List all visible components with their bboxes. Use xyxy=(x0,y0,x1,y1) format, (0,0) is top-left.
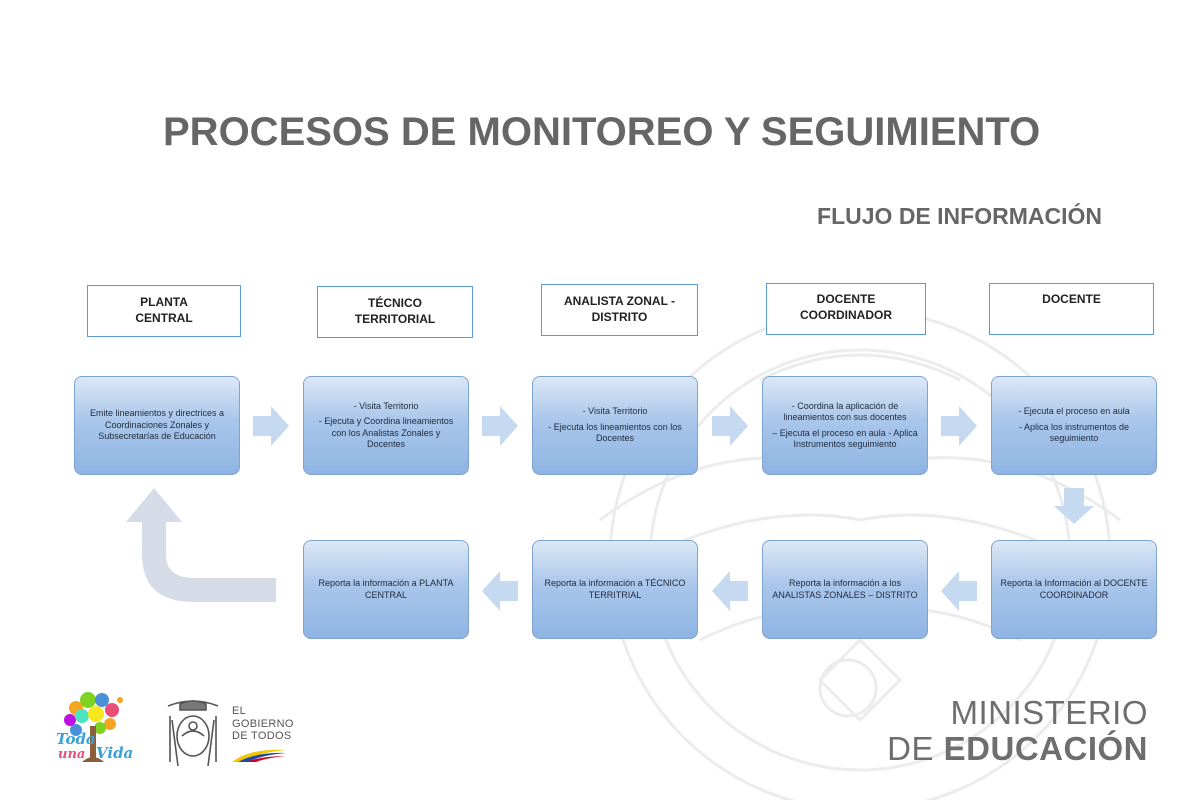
node-analista-visita: - Visita Territorio - Ejecuta los lineam… xyxy=(532,376,698,475)
node-text: - Ejecuta los lineamientos con los Docen… xyxy=(548,421,682,444)
node-text: - Visita Territorio xyxy=(582,406,648,417)
logo-text: una xyxy=(58,747,85,762)
node-text: - Ejecuta y Coordina lineamientos con lo… xyxy=(318,416,454,449)
arrow-right-icon xyxy=(941,406,977,446)
header-planta-central: PLANTA CENTRAL xyxy=(87,285,241,337)
node-text: - Aplica los instrumentos de seguimiento xyxy=(1018,421,1130,444)
ministerio-bold: EDUCACIÓN xyxy=(943,730,1148,767)
flag-swoosh-icon xyxy=(232,749,286,762)
header-line: DOCENTE xyxy=(816,292,876,306)
node-reporta-docente-coordinador: Reporta la Información al DOCENTE COORDI… xyxy=(991,540,1157,639)
node-reporta-analistas-zonales: Reporta la información a los ANALISTAS Z… xyxy=(762,540,928,639)
node-text: Reporta la información a TÉCNICO TERRITR… xyxy=(544,578,686,600)
node-text: - Visita Territorio xyxy=(353,400,419,411)
node-text: - Ejecuta el proceso en aula xyxy=(1018,406,1130,417)
header-line: COORDINADOR xyxy=(800,308,892,322)
toda-una-vida-logo: Toda una Vida xyxy=(56,692,133,762)
page-title: PROCESOS DE MONITOREO Y SEGUIMIENTO xyxy=(163,110,1041,154)
gob-line: GOBIERNO xyxy=(232,717,294,730)
node-reporta-planta-central: Reporta la información a PLANTA CENTRAL xyxy=(303,540,469,639)
node-text: Reporta la información a PLANTA CENTRAL xyxy=(318,578,454,600)
header-line: PLANTA xyxy=(140,295,188,309)
ministerio-educacion-logo: MINISTERIO DE EDUCACIÓN xyxy=(887,695,1148,767)
header-line: TERRITORIAL xyxy=(354,312,436,326)
arrow-right-icon xyxy=(253,406,289,446)
node-tecnico-visita: - Visita Territorio - Ejecuta y Coordina… xyxy=(303,376,469,475)
ministerio-line-2: DE EDUCACIÓN xyxy=(887,731,1148,767)
node-text: Reporta la información a los ANALISTAS Z… xyxy=(772,578,918,600)
header-line: ANALISTA ZONAL - xyxy=(563,294,676,308)
header-analista-zonal-distrito: ANALISTA ZONAL - DISTRITO xyxy=(541,284,698,336)
arrow-right-icon xyxy=(482,406,518,446)
node-text: Emite lineamientos y directrices a Coord… xyxy=(89,408,225,442)
header-docente-coordinador: DOCENTE COORDINADOR xyxy=(766,283,926,335)
header-docente: DOCENTE xyxy=(989,283,1154,335)
arrow-down-icon xyxy=(1054,488,1094,524)
logo-text: Toda xyxy=(56,730,96,748)
header-tecnico-territorial: TÉCNICO TERRITORIAL xyxy=(317,286,473,338)
node-reporta-tecnico-territorial: Reporta la información a TÉCNICO TERRITR… xyxy=(532,540,698,639)
page-subtitle: FLUJO DE INFORMACIÓN xyxy=(817,203,1102,229)
logo-text: Vida xyxy=(96,744,133,762)
node-text: - Coordina la aplicación de lineamientos… xyxy=(783,400,907,423)
node-coordinador-coordina: - Coordina la aplicación de lineamientos… xyxy=(762,376,928,475)
gob-line: EL xyxy=(232,705,247,717)
return-arrow-icon xyxy=(126,488,276,602)
arrow-right-icon xyxy=(712,406,748,446)
arrow-left-icon xyxy=(941,571,977,611)
ministerio-line: MINISTERIO xyxy=(950,694,1148,731)
arrow-left-icon xyxy=(482,571,518,611)
header-line: DISTRITO xyxy=(591,310,648,324)
node-text: – Ejecuta el proceso en aula - Aplica In… xyxy=(772,427,918,450)
node-planta-central-emite: Emite lineamientos y directrices a Coord… xyxy=(74,376,240,475)
gob-line: DE TODOS xyxy=(232,730,292,742)
node-docente-ejecuta: - Ejecuta el proceso en aula - Aplica lo… xyxy=(991,376,1157,475)
ministerio-prefix: DE xyxy=(887,730,944,767)
node-text: Reporta la Información al DOCENTE COORDI… xyxy=(1000,578,1148,600)
coat-of-arms-icon xyxy=(167,700,219,767)
header-line: CENTRAL xyxy=(135,311,193,325)
gobierno-de-todos-text: EL GOBIERNO DE TODOS xyxy=(232,705,294,743)
arrow-left-icon xyxy=(712,571,748,611)
header-line: DOCENTE xyxy=(1042,292,1101,306)
header-line: TÉCNICO xyxy=(368,296,422,310)
